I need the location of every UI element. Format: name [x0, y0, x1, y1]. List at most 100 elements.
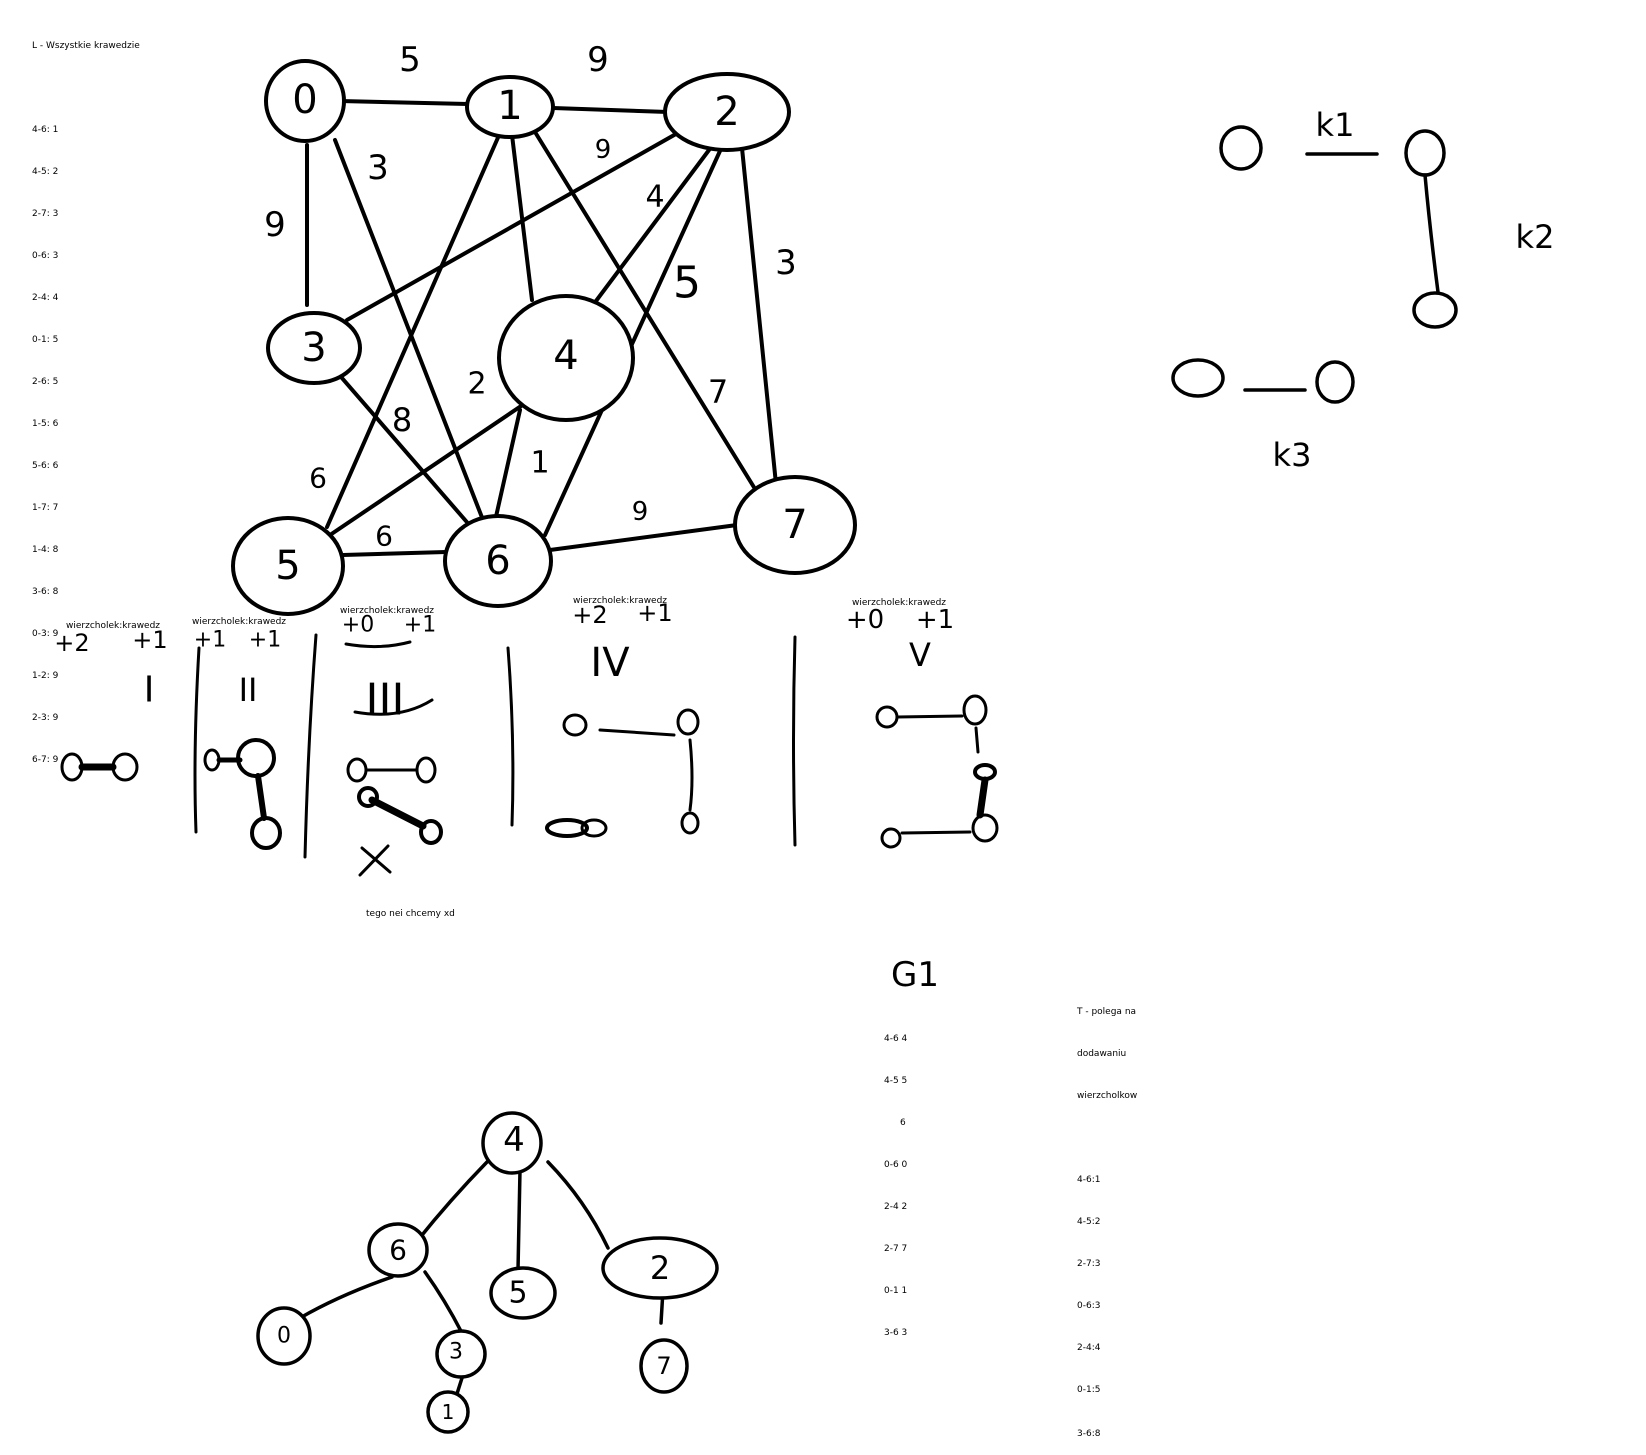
forest-node: [1412, 291, 1458, 329]
step-node: [676, 708, 700, 736]
tree-node: [489, 1266, 557, 1320]
edge-weight-1-2: 9: [587, 40, 609, 80]
step-vertex-count: +0: [342, 613, 374, 638]
step-dividers: [193, 633, 797, 859]
step-edge-count: +1: [132, 626, 167, 654]
graph-edge: [338, 99, 470, 106]
t-item: 4-6:1: [1077, 1175, 1101, 1185]
edge-weight-2-6: 5: [673, 258, 701, 309]
graph-edge: [591, 136, 720, 307]
step-divider: [303, 633, 318, 859]
main-graph-edges: [305, 99, 778, 557]
node-label: 1: [497, 83, 522, 129]
step-roman: V: [909, 636, 931, 674]
g1-item: 0-6 0: [884, 1160, 908, 1170]
step-edge: [895, 714, 964, 719]
tree-edges: [298, 1160, 665, 1402]
g1-item: 0-1 1: [884, 1286, 908, 1296]
all-edges-title: L - Wszystkie krawedzie: [32, 41, 140, 51]
tree-node-label: 0: [277, 1324, 291, 1349]
graph-node: [663, 72, 791, 152]
step-divider: [792, 635, 797, 847]
step-header: wierzcholek:krawedz: [66, 621, 161, 631]
t-item: 2-7:3: [1077, 1259, 1101, 1269]
tree-edge: [416, 1160, 489, 1242]
step-header: wierzcholek:krawedz: [573, 596, 668, 606]
edge-item: 2-4: 4: [32, 293, 59, 303]
step-node: [880, 827, 902, 849]
step-divider: [506, 646, 515, 827]
g1-item: 2-4 2: [884, 1202, 908, 1212]
step-node: [250, 816, 282, 850]
step-annotations: I II III IV V +2 +1 +1 +1 +0 +1 +2 +1 +0…: [54, 599, 954, 726]
tree-node: [601, 1236, 719, 1300]
edge-item: 1-2: 9: [32, 671, 59, 681]
forest-label-k3: k3: [1273, 436, 1312, 474]
main-graph-nodes: [231, 59, 857, 616]
forest-edge: [1423, 173, 1440, 294]
node-label: 2: [714, 89, 739, 135]
edge-weight-2-3: 9: [595, 135, 612, 165]
t-title-line: wierzcholkow: [1077, 1091, 1138, 1101]
edge-weight-2-4: 4: [645, 180, 664, 215]
step-edge: [900, 830, 972, 835]
node-label: 4: [553, 333, 578, 379]
step-vertex-count: +1: [194, 628, 226, 653]
g1-label: G1: [891, 955, 939, 995]
tree-node-label: 7: [656, 1352, 671, 1380]
step-header: wierzcholek:krawedz: [852, 598, 947, 608]
graph-edge: [740, 146, 778, 486]
step-edge-count: +1: [637, 599, 672, 627]
graph-node: [465, 75, 555, 139]
edge-weight-0-6: 3: [367, 148, 389, 188]
graph-node: [443, 514, 553, 608]
graph-edge: [345, 128, 685, 322]
all-edges-list: L - Wszystkie krawedzie 4-6: 1 4-5: 2 2-…: [32, 11, 140, 781]
node-label: 7: [782, 502, 807, 548]
forest-node: [1171, 358, 1225, 398]
edge-weight-0-1: 5: [399, 40, 421, 80]
tree-edge: [546, 1160, 610, 1250]
step-edge: [976, 776, 989, 819]
node-label: 3: [301, 325, 326, 371]
step-vertex-count: +2: [572, 601, 607, 629]
step-vertex-count: +2: [54, 629, 89, 657]
tree-edge: [516, 1168, 522, 1272]
edge-item: 5-6: 6: [32, 461, 59, 471]
graph-edge: [543, 138, 727, 537]
edge-weight-1-7: 7: [708, 373, 728, 411]
step-roman: I: [144, 670, 155, 711]
step-node: [545, 818, 589, 838]
step-edge: [688, 738, 694, 812]
main-graph-weights: 5 9 9 3 9 4 5 3 7 2 8 1 6 6 9: [264, 40, 797, 553]
node-label: 6: [485, 538, 510, 584]
graph-node: [264, 59, 346, 143]
edge-weight-1-5: 6: [309, 462, 327, 495]
tree-node: [639, 1338, 689, 1394]
step-node: [236, 738, 276, 778]
g1-item: 4-6 4: [884, 1034, 908, 1044]
step-node: [415, 756, 437, 784]
tree-node-label: 4: [503, 1120, 525, 1160]
tree-node-label: 3: [449, 1340, 463, 1365]
forest-label-k2: k2: [1516, 218, 1555, 256]
step-edge: [598, 728, 676, 737]
step-header: wierzcholek:krawedz: [192, 617, 287, 627]
edge-item: 2-3: 9: [32, 713, 59, 723]
forest-node: [1315, 360, 1355, 404]
step-node: [680, 811, 700, 835]
graph-edge: [548, 523, 739, 552]
tree-node-label: 1: [442, 1400, 455, 1424]
node-label: 0: [292, 77, 317, 123]
tree-node: [256, 1306, 312, 1366]
edge-item: 2-7: 3: [32, 209, 59, 219]
tree-nodes: [256, 1111, 719, 1434]
edge-weight-5-6: 6: [375, 520, 393, 553]
step-vertex-count: +0: [846, 605, 884, 635]
forest-sketch: k1 k2 k3: [1171, 106, 1555, 474]
step-roman: II: [239, 671, 258, 709]
step-node: [971, 813, 999, 843]
step-sketches: [60, 640, 999, 877]
g1-item: 3-6 3: [884, 1328, 908, 1338]
graph-node: [231, 516, 345, 616]
